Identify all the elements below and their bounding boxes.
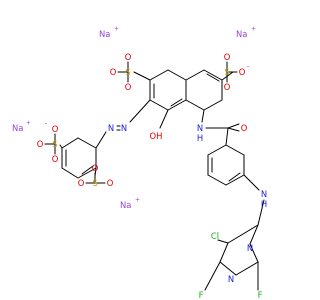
amine-nitrogen: N [261,189,267,199]
charge-s4: - [77,175,79,182]
bond-to-amide-n [201,109,205,123]
bond-to-sulfonate-3 [59,144,63,149]
bond-to-azo [129,99,151,123]
sulfur-atom-3: S [52,139,57,149]
benzamide-ring-bond [225,144,245,156]
fluorine-atom-1: F [199,290,204,300]
pyrimidine-ring-bond [227,224,259,244]
naphthalene-ring-bond [203,69,223,81]
chlorine-atom: Cl [211,231,219,241]
aromatic-double-bond [81,165,94,175]
carbonyl-to-ring [225,127,229,146]
benzene-ring-bond [77,167,97,179]
amide-nitrogen: N [197,123,203,133]
benzene-ring-bond [61,137,79,149]
sodium-ion-3-charge: + [26,120,31,127]
oxygen-atom-s3a: O [52,124,59,134]
sodium-ion-4-charge: + [135,197,140,204]
sulfur-atom-4: S [92,178,97,188]
carbonyl-bond [227,127,240,132]
oxygen-atom-s2a: O [224,52,231,62]
pyrimidine-ring-bond [249,224,259,245]
sodium-ion-1: Na + [99,26,119,40]
molecule-structure: Na + Na + Na + Na + S O O O S O O O - S … [12,26,267,300]
oxygen-atom-s1c: O [125,82,132,92]
oxygen-atom-s4b: O [78,178,85,188]
azo-nitrogen-2: N [108,123,114,133]
pyrimidine-ring-bond [219,261,237,276]
oxygen-atom-s3c: O [52,154,59,164]
sodium-ion-4-symbol: Na [120,200,131,210]
oxygen-atom-s2b: O [239,67,246,77]
naphthalene-ring-bond [149,99,169,111]
aromatic-double-bond [170,98,183,107]
charge-s3: - [45,121,47,128]
sodium-ion-2-charge: + [251,26,256,33]
naphthalene-ring-bond [185,99,205,111]
sodium-ion-3: Na + [12,120,31,134]
oxygen-atom-s4a: O [92,163,99,173]
aromatic-double-bond [228,172,241,182]
naphthalene-ring-bond [185,69,205,81]
oxygen-atom-s1b: O [110,67,117,77]
aromatic-double-bond [206,73,220,82]
bond-to-sulfonate-1 [133,71,151,81]
pyrimidine-ring-bond [219,242,229,263]
sodium-ion-3-symbol: Na [12,123,23,133]
benzamide-ring-bond [207,174,227,186]
benzene-ring-bond [77,137,97,149]
pyrimidine-ring-bond [249,243,259,263]
naphthalene-ring-bond [149,69,169,81]
oxygen-atom-s1a: O [125,52,132,62]
naphthalene-ring-bond [167,69,187,81]
sulfur-atom-2: S [224,67,229,77]
fluorine-atom-2: F [258,290,263,300]
sodium-ion-1-charge: + [114,26,119,33]
oxygen-atom-s3b: O [37,139,44,149]
amide-oxygen: O [241,123,248,133]
naphthalene-ring-bond [203,99,223,111]
structure-canvas: Na + Na + Na + Na + S O O O S O O O - S … [12,26,267,300]
amine-hydrogen: H [261,199,267,209]
bond-to-sulfonate-4 [94,167,97,177]
oxygen-atom-s2c: O [224,82,231,92]
bond-to-amine [243,174,260,191]
pyrimidine-ring-bond [235,261,259,276]
amide-hydrogen: H [197,133,203,143]
bond-to-fluorine-1 [204,261,221,291]
pyrimidine-nitrogen-2: N [228,274,234,284]
benzamide-ring-bond [225,174,245,186]
sodium-ion-1-symbol: Na [99,29,110,39]
charge-s2: - [247,64,249,71]
naphthalene-ring-bond [167,99,187,111]
oxygen-atom-s4c: O [107,178,114,188]
sodium-ion-4: Na + [120,197,140,211]
bond-azo-to-benzene [95,131,107,149]
amine-to-pyrimidine [257,199,265,226]
bond-to-chlorine [217,239,229,244]
benzene-ring-bond [61,167,79,179]
benzamide-ring-bond [207,144,227,156]
hydroxyl-group: OH [150,131,163,141]
pyrimidine-nitrogen-1: N [247,243,253,253]
sodium-ion-2-symbol: Na [236,29,247,39]
azo-nitrogen-1: N [121,123,127,133]
bond-lines [44,61,265,291]
sulfur-atom-1: S [125,67,130,77]
bond-to-hydroxyl [159,109,169,129]
sodium-ion-2: Na + [236,26,256,40]
carbonyl-bond [227,123,240,129]
